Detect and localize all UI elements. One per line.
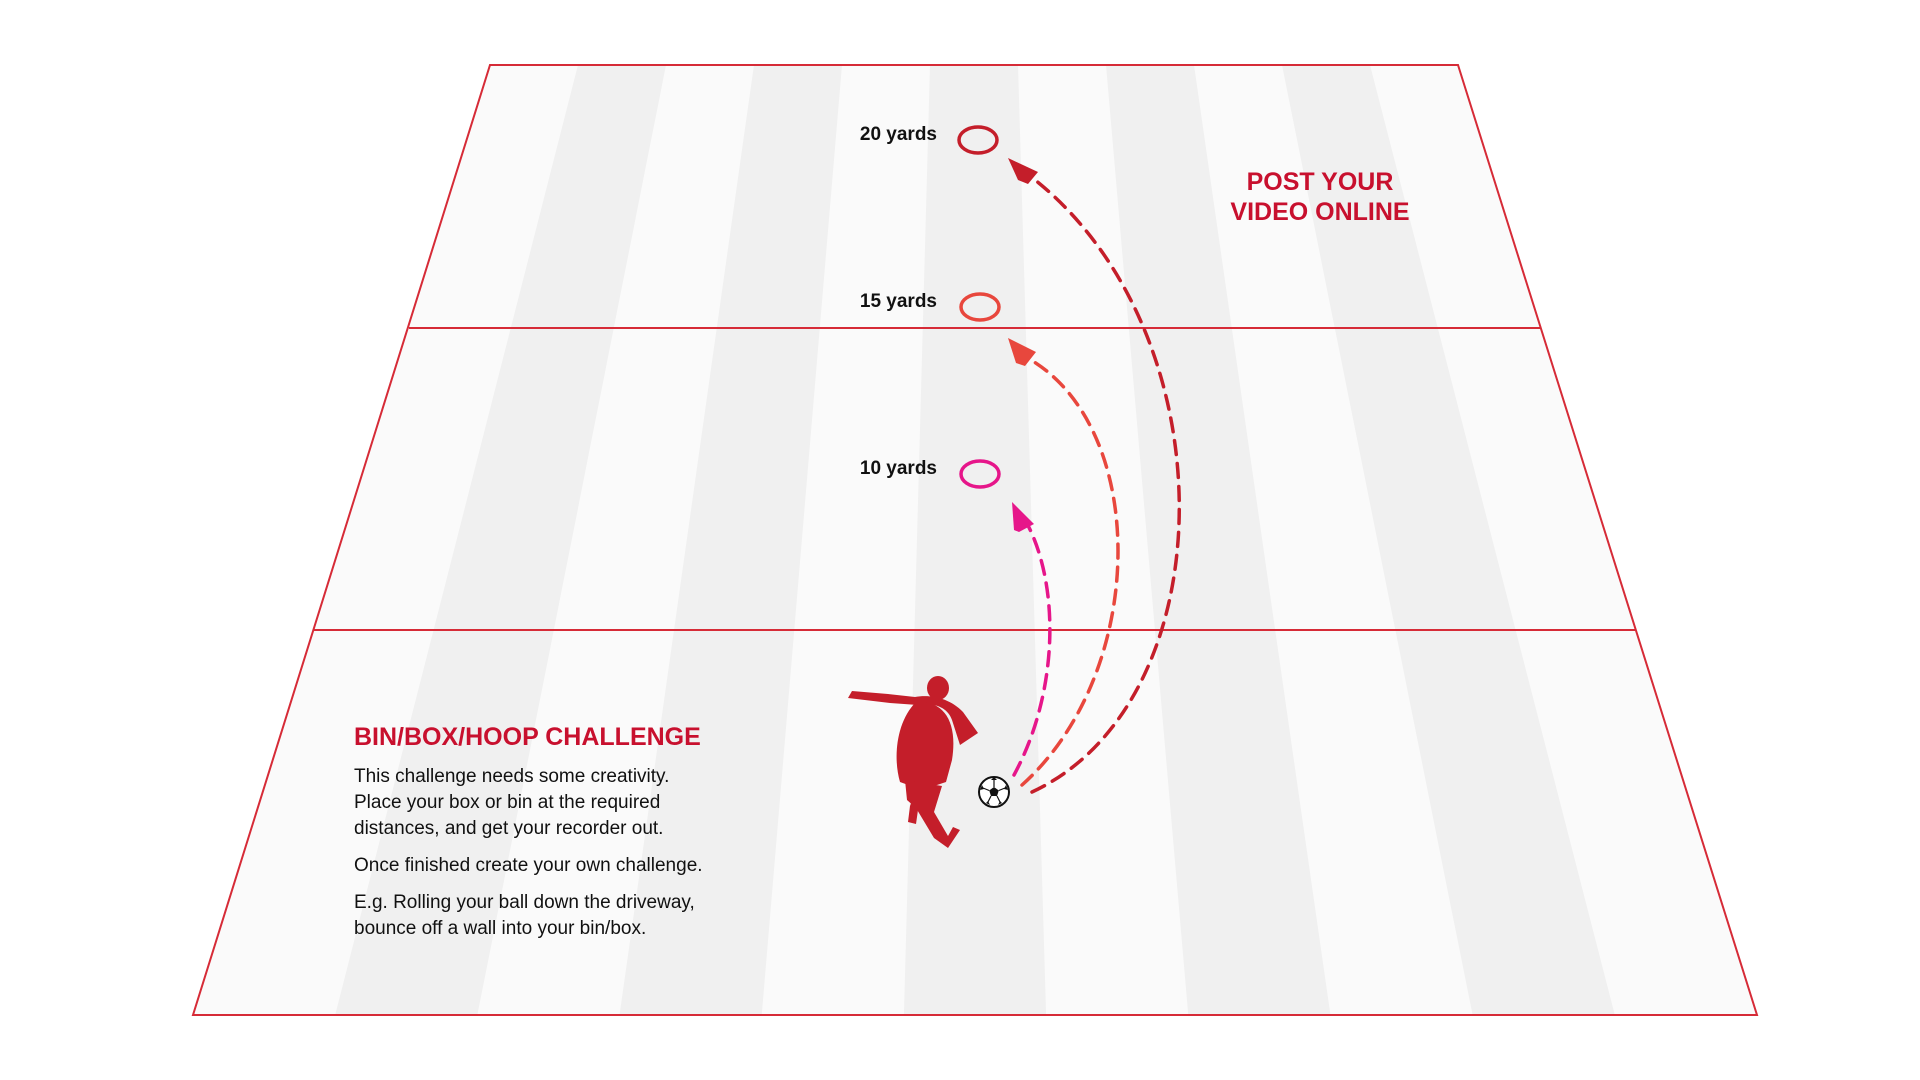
pitch-stripe xyxy=(1282,65,1615,1015)
challenge-paragraph-3-line-1: E.g. Rolling your ball down the driveway… xyxy=(354,892,695,913)
target-ring-icon-20-yards xyxy=(957,125,999,155)
arrowheads xyxy=(1008,158,1038,532)
challenge-paragraph-1-line-3: distances, and get your recorder out. xyxy=(354,818,663,839)
challenge-paragraph-2-line-1: Once finished create your own challenge. xyxy=(354,855,703,876)
pitch-outline xyxy=(191,64,1759,1016)
challenge-paragraph-1-line-2: Place your box or bin at the required xyxy=(354,792,660,813)
soccer-ball-icon xyxy=(978,776,1010,808)
targets: 20 yards 15 yards 10 yards xyxy=(860,124,1001,489)
arrowhead-15-yards xyxy=(1008,338,1036,366)
pitch-stripes xyxy=(335,65,1615,1015)
challenge-paragraph-3-line-2: bounce off a wall into your bin/box. xyxy=(354,918,646,939)
pitch-stripe xyxy=(335,65,666,1015)
pitch-stripe xyxy=(619,65,842,1015)
challenge-paragraph-1-line-1: This challenge needs some creativity. xyxy=(354,766,669,787)
trajectory-15-yards xyxy=(1020,353,1120,787)
target-ring-icon-10-yards xyxy=(959,459,1001,489)
trajectory-20-yards xyxy=(1020,168,1181,794)
target-label-15-yards: 15 yards xyxy=(860,291,937,312)
arrowhead-10-yards xyxy=(1012,502,1034,532)
trajectory-10-yards xyxy=(1012,516,1052,777)
player-kicking-icon xyxy=(848,676,978,848)
challenge-title: BIN/BOX/HOOP CHALLENGE xyxy=(354,723,701,751)
pitch-stripe xyxy=(1106,65,1331,1015)
challenge-description: BIN/BOX/HOOP CHALLENGE This challenge ne… xyxy=(354,723,703,939)
pitch xyxy=(191,64,1759,1016)
post-video-callout: POST YOUR VIDEO ONLINE xyxy=(1230,168,1409,226)
post-video-line-2: VIDEO ONLINE xyxy=(1230,198,1409,226)
trajectories xyxy=(1012,168,1181,794)
arrowhead-20-yards xyxy=(1008,158,1038,184)
target-ring-icon-15-yards xyxy=(959,292,1001,322)
target-label-20-yards: 20 yards xyxy=(860,124,937,145)
post-video-line-1: POST YOUR xyxy=(1247,168,1394,196)
target-label-10-yards: 10 yards xyxy=(860,458,937,479)
